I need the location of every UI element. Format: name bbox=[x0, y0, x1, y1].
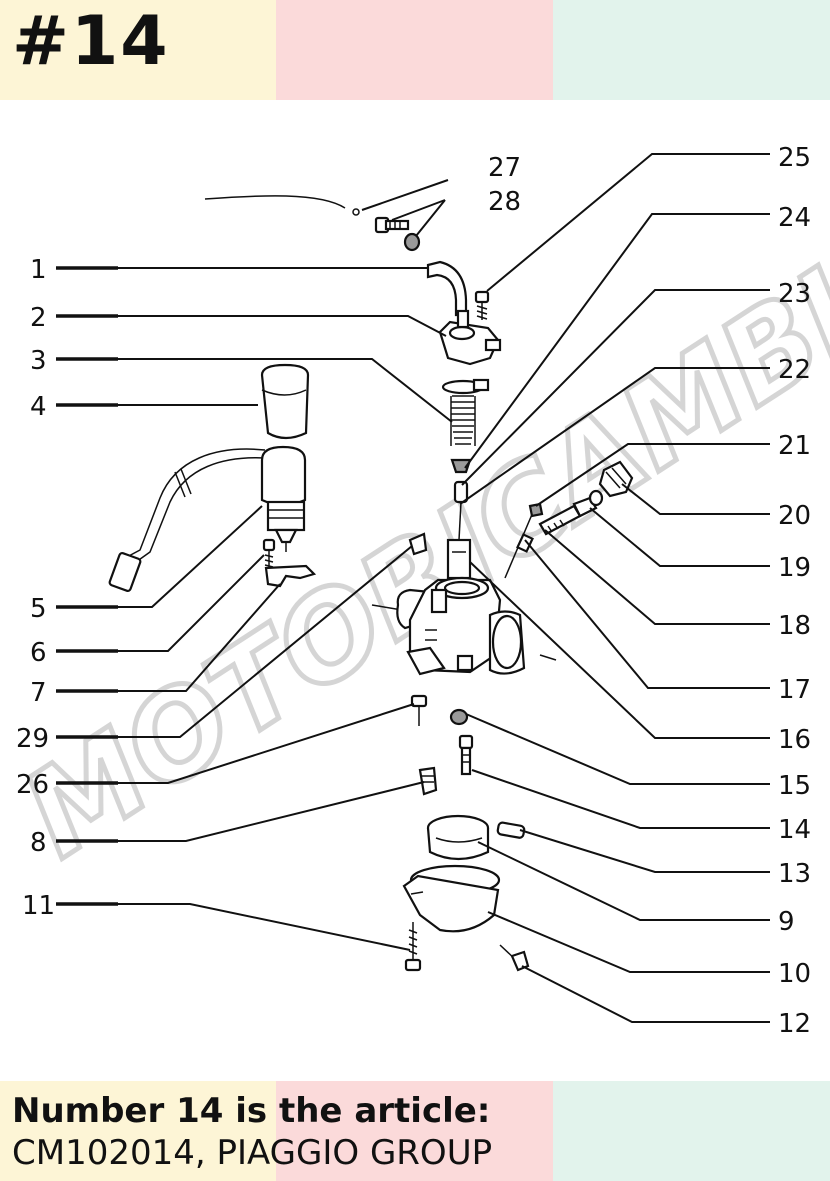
label-13: 13 bbox=[778, 859, 811, 889]
footer-band bbox=[0, 1081, 830, 1181]
cable-nipple-part bbox=[352, 208, 360, 216]
footer-band-segment-3 bbox=[553, 1081, 830, 1181]
header-band-segment-1 bbox=[0, 0, 276, 100]
label-18: 18 bbox=[778, 611, 811, 641]
label-14: 14 bbox=[778, 815, 811, 845]
label-27: 27 bbox=[488, 153, 521, 183]
label-28: 28 bbox=[488, 187, 521, 217]
label-10: 10 bbox=[778, 959, 811, 989]
carburetor-body-part bbox=[371, 576, 557, 676]
jet-26-part bbox=[410, 694, 428, 726]
emulsion-tube-14-part bbox=[458, 734, 474, 776]
label-6: 6 bbox=[30, 638, 47, 668]
label-3: 3 bbox=[30, 346, 47, 376]
throttle-valve-part bbox=[446, 538, 472, 580]
label-19: 19 bbox=[778, 553, 811, 583]
label-24: 24 bbox=[778, 203, 811, 233]
screw-6-part bbox=[262, 538, 276, 570]
label-12: 12 bbox=[778, 1009, 811, 1039]
auto-choke-part bbox=[108, 445, 307, 592]
label-4: 4 bbox=[30, 392, 47, 422]
footer-band-segment-1 bbox=[0, 1081, 276, 1181]
label-1: 1 bbox=[30, 255, 47, 285]
label-29: 29 bbox=[16, 724, 49, 754]
jet-8-part bbox=[418, 766, 438, 796]
label-16: 16 bbox=[778, 725, 811, 755]
article-caption: Number 14 is the article: bbox=[12, 1091, 491, 1131]
label-23: 23 bbox=[778, 279, 811, 309]
screw-28-part bbox=[374, 216, 421, 252]
label-26: 26 bbox=[16, 770, 49, 800]
clamp-7-part bbox=[264, 564, 317, 588]
label-25: 25 bbox=[778, 143, 811, 173]
label-15: 15 bbox=[778, 771, 811, 801]
bracket-29-part bbox=[408, 532, 428, 556]
part-labels: 27 28 25 24 23 22 21 20 19 18 17 16 15 1… bbox=[16, 143, 811, 1039]
footer-band-segment-2 bbox=[276, 1081, 553, 1181]
rubber-cap-part bbox=[260, 363, 310, 440]
needle-assembly-part bbox=[450, 458, 472, 541]
label-9: 9 bbox=[778, 907, 795, 937]
header-band-segment-3 bbox=[553, 0, 830, 100]
fuel-pipe-part bbox=[426, 260, 468, 317]
label-8: 8 bbox=[30, 828, 47, 858]
article-code: CM102014, PIAGGIO GROUP bbox=[12, 1133, 493, 1173]
carb-cover-part bbox=[438, 309, 502, 366]
label-2: 2 bbox=[30, 303, 47, 333]
label-20: 20 bbox=[778, 501, 811, 531]
throttle-spring-part bbox=[441, 378, 490, 446]
float-part bbox=[426, 814, 526, 861]
label-17: 17 bbox=[778, 675, 811, 705]
label-11: 11 bbox=[22, 891, 55, 921]
leader-lines bbox=[56, 153, 770, 1023]
float-bowl-part bbox=[402, 864, 501, 933]
header-band bbox=[0, 0, 830, 100]
drain-screw-12-part bbox=[499, 944, 530, 972]
jet-15-part bbox=[449, 708, 469, 726]
bowl-screw-11-part bbox=[404, 922, 422, 972]
exploded-parts-diagram: MOTORICAMBI bbox=[0, 143, 830, 1039]
choke-cap-part bbox=[588, 460, 634, 507]
screw-25-part bbox=[474, 290, 490, 320]
header-band-segment-2 bbox=[276, 0, 553, 100]
label-21: 21 bbox=[778, 431, 811, 461]
throttle-cable-part bbox=[204, 195, 346, 209]
label-22: 22 bbox=[778, 355, 811, 385]
label-5: 5 bbox=[30, 594, 47, 624]
label-7: 7 bbox=[30, 678, 47, 708]
page-number: #14 bbox=[12, 2, 170, 81]
